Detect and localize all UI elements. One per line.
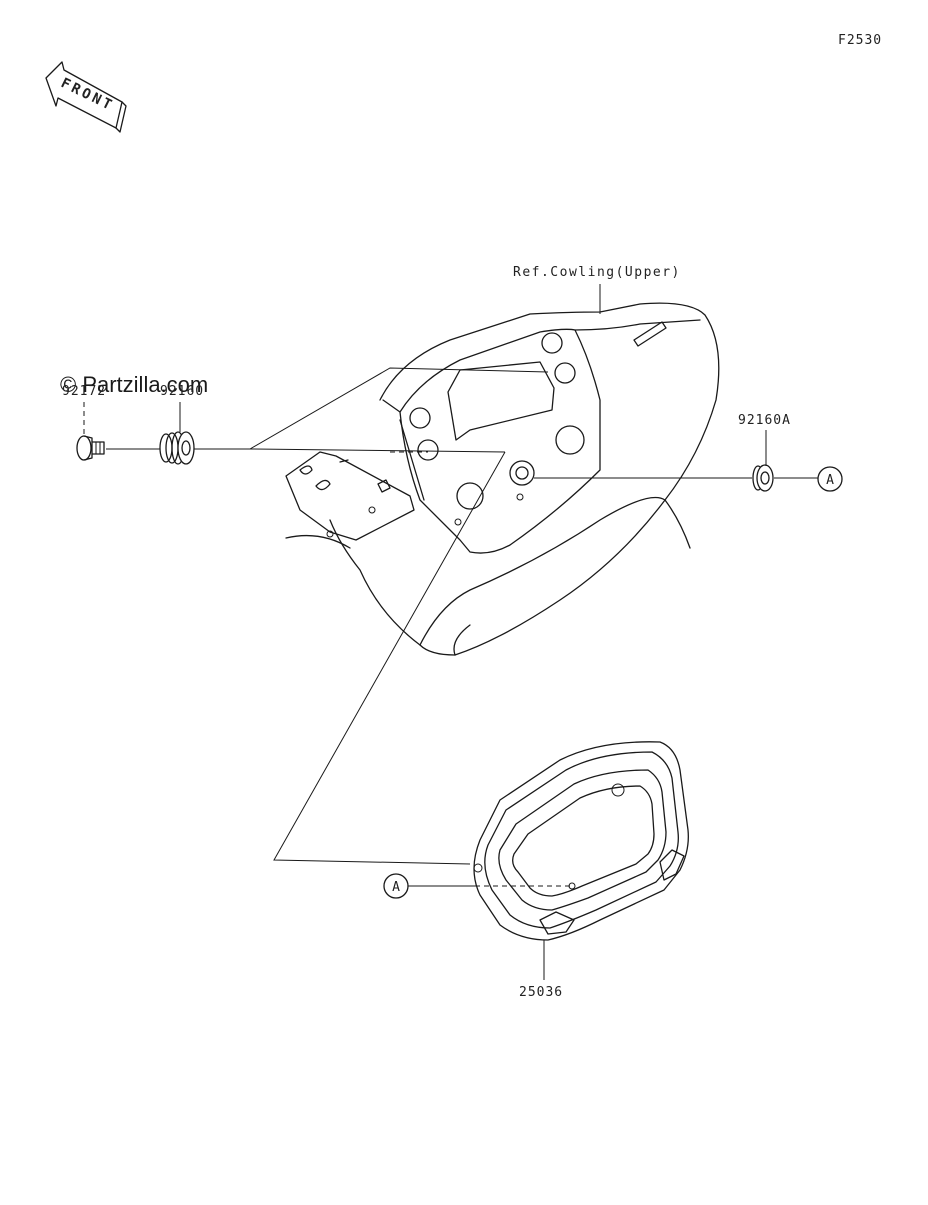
connector-a-right-label: A — [826, 473, 834, 488]
bolt-icon — [76, 435, 105, 461]
part-number-25036: 25036 — [519, 985, 563, 1000]
part-number-92160: 92160 — [160, 384, 204, 399]
connector-line-upper — [249, 367, 549, 450]
front-arrow-icon: FRONT — [45, 61, 127, 133]
figure-code: F2530 — [838, 33, 882, 48]
connector-a-left-label: A — [392, 880, 400, 895]
grommet-icon — [159, 431, 195, 465]
part-number-92160A: 92160A — [738, 413, 791, 428]
part-number-92172: 92172 — [62, 384, 106, 399]
small-grommet-icon — [752, 464, 774, 492]
reference-label: Ref.Cowling(Upper) — [513, 265, 681, 280]
connector-line-to-meter — [273, 451, 506, 865]
watermark: © Partzilla.com — [60, 372, 208, 397]
connector-line-middle — [249, 448, 506, 453]
meter-assembly-drawing — [473, 741, 689, 941]
connector-a-left: A — [383, 873, 409, 899]
connector-a-right: A — [817, 466, 843, 492]
cowling-upper-drawing — [285, 302, 720, 656]
